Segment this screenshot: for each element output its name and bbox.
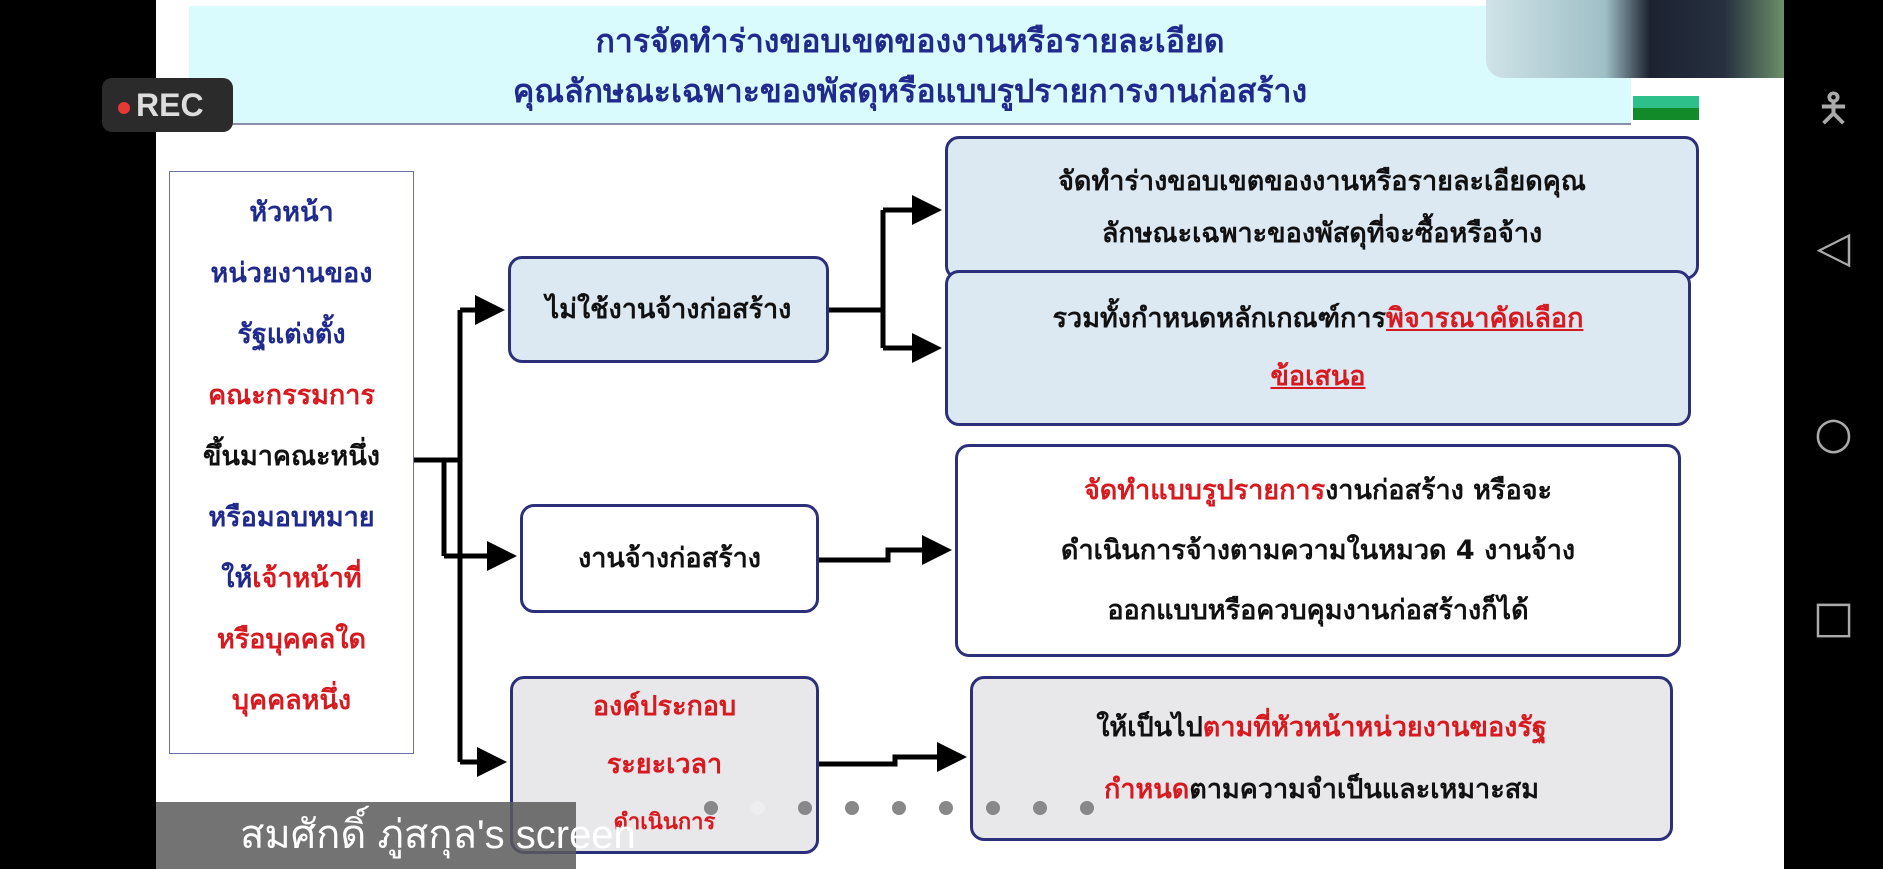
result-line: ลักษณะเฉพาะของพัสดุที่จะซื้อหรือจ้าง (1101, 218, 1543, 249)
result-2: รวมทั้งกำหนดหลักเกณฑ์การพิจารณาคัดเลือก … (945, 270, 1691, 426)
branch-label: ไม่ใช้งานจ้างก่อสร้าง (545, 293, 792, 325)
result-text: ตามความจำเป็นและเหมาะสม (1189, 773, 1539, 805)
result-highlight: ตามที่หัวหน้าหน่วยงานของรัฐ (1202, 711, 1547, 743)
result-text: งานก่อสร้าง หรือจะ (1325, 474, 1553, 506)
left-line: ให้เจ้าหน้าที่ (170, 548, 413, 609)
page-dot[interactable] (845, 801, 859, 815)
result-line: ให้เป็นไปตามที่หัวหน้าหน่วยงานของรัฐ (1096, 697, 1547, 759)
slide-title: การจัดทำร่างขอบเขตของงานหรือรายละเอียด ค… (189, 6, 1631, 125)
left-line: รัฐแต่งตั้ง (237, 319, 346, 350)
record-dot-icon (118, 101, 130, 114)
accessibility-icon[interactable]: 🯅 (1815, 86, 1852, 132)
left-line: ขึ้นมาคณะหนึ่ง (203, 441, 380, 472)
left-box: หัวหน้า หน่วยงานของ รัฐแต่งตั้ง คณะกรรมก… (169, 171, 414, 754)
result-4: ให้เป็นไปตามที่หัวหน้าหน่วยงานของรัฐ กำห… (970, 676, 1673, 841)
result-line: จัดทำแบบรูปรายการงานก่อสร้าง หรือจะ (1084, 461, 1552, 521)
page-dot-active[interactable] (751, 801, 765, 815)
page-dot[interactable] (892, 801, 906, 815)
left-line: หัวหน้า (249, 197, 334, 228)
participant-video[interactable] (1486, 0, 1784, 78)
result-3: จัดทำแบบรูปรายการงานก่อสร้าง หรือจะ ดำเน… (955, 444, 1681, 657)
result-line: รวมทั้งกำหนดหลักเกณฑ์การพิจารณาคัดเลือก (1053, 290, 1584, 348)
page-dot[interactable] (1033, 801, 1047, 815)
branch-label: ดำเนินการ (613, 810, 716, 835)
title-line-1: การจัดทำร่างขอบเขตของงานหรือรายละเอียด (595, 22, 1225, 60)
branch-label: งานจ้างก่อสร้าง (578, 542, 761, 574)
home-icon[interactable]: ○ (1814, 408, 1853, 459)
back-icon[interactable]: ◁ (1816, 222, 1851, 273)
recording-badge: REC (102, 78, 233, 132)
title-line-2: คุณลักษณะเฉพาะของพัสดุหรือแบบรูปรายการงา… (512, 72, 1308, 110)
page-dot[interactable] (704, 801, 718, 815)
screen-share-caption: สมศักดิ์ ภู่สกุล's screen (156, 802, 636, 869)
result-text: รวมทั้งกำหนดหลักเกณฑ์การ (1052, 303, 1387, 334)
branch-non-construction: ไม่ใช้งานจ้างก่อสร้าง (508, 256, 829, 363)
recents-icon[interactable]: □ (1812, 592, 1855, 643)
decorative-bar (1633, 96, 1699, 120)
branch-construction: งานจ้างก่อสร้าง (520, 504, 819, 613)
result-highlight: กำหนด (1103, 773, 1190, 805)
left-line: บุคคลหนึ่ง (231, 685, 352, 716)
result-highlight: พิจารณาคัดเลือก (1386, 303, 1584, 334)
page-dot[interactable] (939, 801, 953, 815)
page-dot[interactable] (798, 801, 812, 815)
page-dot[interactable] (986, 801, 1000, 815)
page-indicator[interactable] (704, 801, 1094, 815)
branch-label: องค์ประกอบ (592, 691, 737, 722)
branch-label: ระยะเวลา (606, 749, 723, 780)
result-line: ออกแบบหรือควบคุมงานก่อสร้างก็ได้ (1107, 594, 1529, 626)
left-highlight: เจ้าหน้าที่ (252, 563, 362, 594)
result-1: จัดทำร่างขอบเขตของงานหรือรายละเอียดคุณ ล… (945, 136, 1699, 280)
result-line: ดำเนินการจ้างตามความในหมวด 4 งานจ้าง (1060, 534, 1576, 566)
left-line: หน่วยงานของ (210, 258, 373, 289)
result-line: กำหนดตามความจำเป็นและเหมาะสม (1104, 759, 1539, 821)
page-dot[interactable] (1080, 801, 1094, 815)
result-highlight: จัดทำแบบรูปรายการ (1083, 474, 1326, 506)
left-text: ให้ (221, 563, 253, 594)
caption-text: สมศักดิ์ ภู่สกุล's screen (240, 813, 636, 857)
rec-label: REC (136, 87, 204, 123)
left-line: หรือบุคคลใด (216, 624, 367, 655)
system-nav-bar: 🯅 ◁ ○ □ (1784, 0, 1883, 869)
left-line: หรือมอบหมาย (208, 502, 375, 533)
left-line: คณะกรรมการ (208, 380, 375, 411)
result-highlight: ข้อเสนอ (1270, 361, 1366, 392)
result-line: จัดทำร่างขอบเขตของงานหรือรายละเอียดคุณ (1058, 166, 1586, 197)
result-text: ให้เป็นไป (1096, 711, 1203, 743)
